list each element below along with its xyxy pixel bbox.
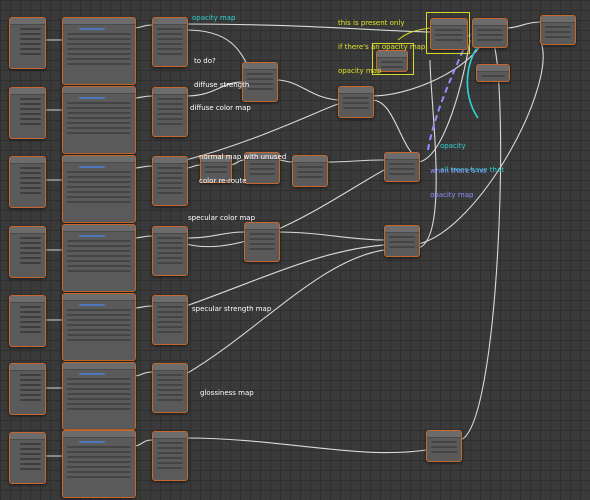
texture-coordinate-node[interactable] [9, 17, 46, 69]
texture-coordinate-node[interactable] [9, 226, 46, 278]
wire [371, 37, 486, 97]
opacity-only-note-line: opacity map [338, 67, 382, 75]
diffuse-color-map-label: diffuse color map [190, 104, 251, 112]
wire [185, 81, 243, 97]
texture-coordinate-node[interactable] [9, 363, 46, 415]
transparent-mix-node[interactable] [472, 18, 508, 48]
todo-note-line: to do? [194, 57, 216, 65]
opacity-mix-node[interactable] [430, 18, 468, 50]
wire [133, 439, 153, 447]
wire [133, 165, 153, 169]
mapping-node[interactable] [62, 17, 136, 85]
specular-mix-node[interactable] [244, 222, 280, 262]
wire [185, 103, 339, 161]
image-texture-node[interactable] [152, 226, 188, 276]
opacity-highlight-frame [372, 43, 414, 75]
normal-map-note: normal map with unused color re-route [199, 137, 286, 201]
wire [133, 235, 153, 239]
texture-coordinate-node[interactable] [9, 295, 46, 347]
wire [185, 231, 245, 239]
wire [185, 244, 385, 307]
diffuse-mix-node[interactable] [242, 62, 278, 102]
opacity-all-trees-note: opacity all trees have that [440, 126, 504, 190]
mapping-node[interactable] [62, 155, 136, 223]
wire [275, 79, 339, 101]
no-opacity-note-line: opacity map [430, 191, 474, 199]
opacity-map-label: opacity map [192, 14, 236, 22]
opacity-all-trees-note-line: opacity [440, 142, 466, 150]
specular-strength-map-label: specular strength map [192, 305, 272, 313]
wire [185, 437, 427, 454]
image-texture-node[interactable] [152, 156, 188, 206]
transparent-bsdf-node[interactable] [476, 64, 510, 82]
todo-note-line: diffuse strength [194, 81, 250, 89]
no-opacity-note-line: when there's no [430, 167, 487, 175]
wire [325, 159, 385, 163]
todo-note: to do? diffuse strength [194, 41, 249, 105]
wire [133, 305, 153, 309]
glossy-bsdf-node[interactable] [384, 225, 420, 257]
invert-node[interactable] [426, 430, 462, 462]
wire [459, 37, 502, 441]
image-texture-node[interactable] [152, 431, 188, 481]
mapping-node[interactable] [62, 430, 136, 498]
opacity-only-note-line: this is present only [338, 19, 405, 27]
wire [133, 95, 153, 99]
wire [417, 59, 437, 249]
wire [371, 99, 421, 161]
wire [185, 249, 385, 375]
wire [417, 39, 544, 245]
normal-map-node[interactable] [244, 152, 280, 184]
wire [185, 164, 201, 169]
wire [133, 371, 153, 377]
wire [185, 23, 431, 33]
no-opacity-note: when there's no opacity map [430, 151, 486, 215]
mix-shader-node[interactable] [384, 152, 420, 182]
opacity-only-note: this is present only if there's an opaci… [338, 3, 425, 91]
mapping-node[interactable] [62, 362, 136, 430]
wire [277, 231, 385, 241]
texture-coordinate-node[interactable] [9, 156, 46, 208]
reroute-node[interactable] [200, 155, 232, 183]
glossiness-map-label: glossiness map [200, 389, 254, 397]
image-texture-node[interactable] [152, 17, 188, 67]
mapping-node[interactable] [62, 293, 136, 361]
wire [133, 24, 153, 29]
texture-coordinate-node[interactable] [9, 87, 46, 139]
texture-coordinate-node[interactable] [9, 432, 46, 484]
normal-map-note-line: normal map with unused [199, 153, 287, 161]
mapping-node[interactable] [62, 224, 136, 292]
mapping-node[interactable] [62, 86, 136, 154]
material-output-node[interactable] [540, 15, 576, 45]
wire [185, 169, 385, 248]
image-texture-node[interactable] [152, 87, 188, 137]
normal-node[interactable] [292, 155, 328, 187]
wire [505, 21, 541, 29]
wire [417, 39, 471, 163]
specular-color-map-label: specular color map [188, 214, 256, 222]
image-texture-node[interactable] [152, 295, 188, 345]
opacity-math-node[interactable] [376, 50, 408, 72]
image-texture-node[interactable] [152, 363, 188, 413]
opacity-all-trees-note-line: all trees have that [440, 166, 504, 174]
opacity-only-note-line: if there's an opacity map [338, 43, 426, 51]
opacity-highlight-frame [426, 12, 470, 54]
diffuse-bsdf-node[interactable] [338, 86, 374, 118]
normal-map-note-line: color re-route [199, 177, 247, 185]
